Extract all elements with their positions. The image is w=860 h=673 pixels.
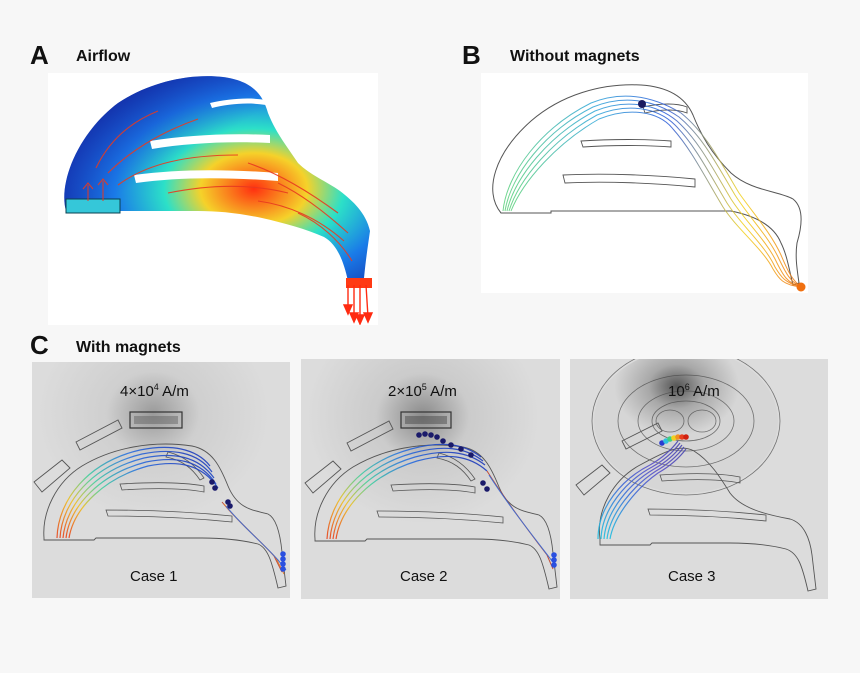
deposition-points [659,434,689,446]
case-3-field-label: 106 A/m [668,382,720,400]
without-magnets-diagram [481,73,808,293]
airway-outline [43,443,287,589]
case-3-diagram [570,359,828,599]
turbinate-bottom [134,170,278,183]
deposition-point-outlet [796,282,806,292]
turbinate-top [642,103,688,114]
magnet [129,411,183,429]
outlet-points [280,551,286,572]
airflow-panel [48,73,378,325]
turbinate-bottom [562,173,696,188]
panel-a-letter: A [30,40,49,70]
deposition-points [416,431,490,492]
field-contours [591,359,781,496]
panel-b-title: Without magnets [510,48,640,65]
side-box-1 [33,459,71,493]
side-box-2 [621,422,663,450]
trajectory-bundle [502,95,802,288]
turbinate-middle [659,473,741,484]
airway-outline [492,84,802,286]
turbinate-middle [119,482,205,493]
airflow-inlet [65,198,121,214]
airway-outline [314,444,558,590]
panel-b-letter: B [462,40,481,70]
side-box-1 [304,460,342,494]
turbinate-middle [150,134,270,149]
side-box-2 [346,420,394,452]
side-box-1 [575,464,611,496]
turbinate-bottom [376,510,504,524]
turbinate-bottom [647,508,767,522]
case-3-panel [570,359,828,599]
case-3-label: Case 3 [668,568,716,585]
deposition-points [209,479,233,509]
panel-c-title: With magnets [76,339,181,356]
turbinate-top [436,452,476,482]
without-magnets-panel [481,73,808,293]
turbinate-bottom [105,509,233,523]
case-2-panel [301,359,560,599]
turbinate-middle [390,483,476,494]
case-1-diagram [32,362,290,598]
outlet-arrows [342,284,374,325]
case-1-field-label: 4×104 A/m [120,382,189,400]
panel-a-title: Airflow [76,48,131,65]
deposition-point-top [638,100,646,108]
trajectory-tail [486,470,556,570]
outlet-points [551,552,557,568]
panel-c-letter: C [30,330,49,360]
case-2-diagram [301,359,560,599]
case-2-field-label: 2×105 A/m [388,382,457,400]
magnet [400,411,452,429]
case-2-label: Case 2 [400,568,448,585]
turbinate-top [210,98,266,108]
trajectory-bundle [56,446,219,539]
trajectory-bundle [597,440,687,540]
airway-outline [598,447,817,592]
case-1-panel [32,362,290,598]
airflow-diagram [48,73,378,325]
trajectory-tail [221,501,287,575]
case-1-label: Case 1 [130,568,178,585]
side-box-2 [75,419,123,451]
turbinate-middle [580,139,672,148]
airflow-outlet [346,278,372,288]
velocity-arrows [82,110,353,262]
